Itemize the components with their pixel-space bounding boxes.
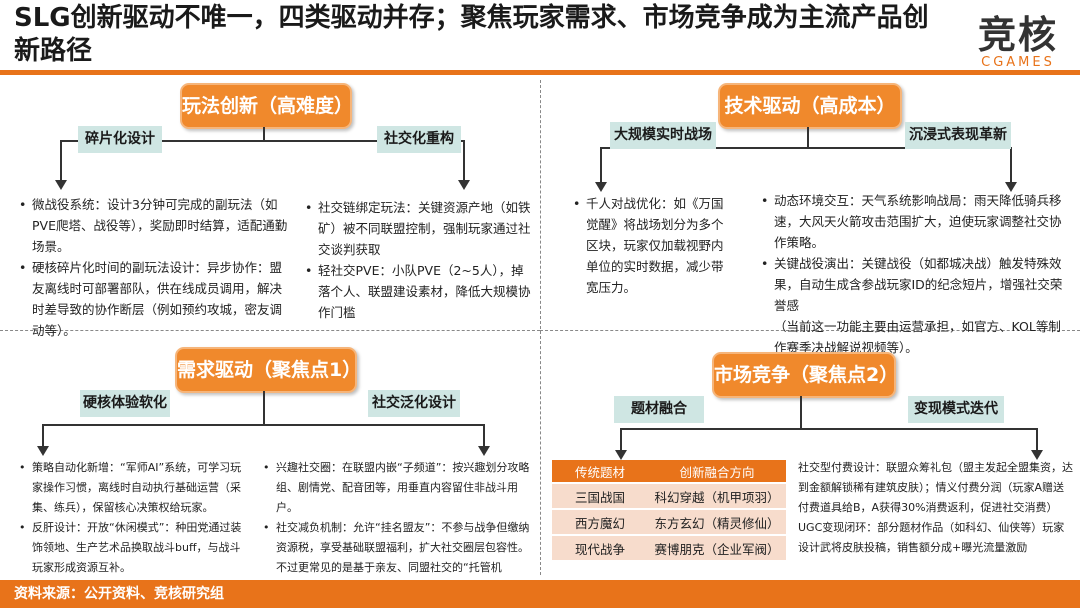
q3-header: 需求驱动（聚焦点1） [175, 347, 361, 393]
table-header: 创新融合方向 [648, 460, 786, 483]
q3-left-text: 策略自动化新增：“军师AI”系统，可学习玩家操作习惯，离线时自动执行基础运营（采… [18, 458, 250, 578]
logo-en: CGAMES [981, 55, 1055, 70]
q3-tag-left: 硬核体验软化 [80, 390, 170, 417]
q4-connector-h [620, 428, 1038, 430]
list-item: 策略自动化新增：“军师AI”系统，可学习玩家操作习惯，离线时自动执行基础运营（采… [19, 458, 250, 518]
q1-right-text: 社交链绑定玩法：关键资源产地（如铁矿）被不同联盟控制，强制玩家通过社交谈判获取 … [304, 197, 536, 323]
table-cell: 西方魔幻 [552, 508, 648, 535]
q3-right-text: 兴趣社交圈：在联盟内嵌“子频道”：按兴趣划分攻略组、剧情党、配音团等，用垂直内容… [262, 458, 536, 598]
q4-connector-left [620, 428, 622, 450]
q1-connector-v [263, 127, 265, 140]
list-item: 千人对战优化：如《万国觉醒》将战场划分为多个区块，玩家仅加载视野内单位的实时数据… [573, 193, 732, 298]
q3-connector-h [42, 424, 485, 426]
q4-header: 市场竞争（聚焦点2） [712, 352, 898, 398]
q1-tag-left: 碎片化设计 [78, 126, 162, 153]
q2-connector-left [600, 147, 602, 182]
table-cell: 现代战争 [552, 534, 648, 560]
table-header: 传统题材 [552, 460, 648, 483]
source-footer: 资料来源：公开资料、竞核研究组 [0, 580, 1080, 608]
page-title: SLG创新驱动不唯一，四类驱动并存；聚焦玩家需求、市场竞争成为主流产品创新路径 [14, 3, 929, 66]
q3-arrow-right [478, 446, 490, 456]
q1-tag-right: 社交化重构 [377, 126, 461, 153]
list-item: 社交链绑定玩法：关键资源产地（如铁矿）被不同联盟控制，强制玩家通过社交谈判获取 [305, 197, 536, 260]
table-cell: 科幻穿越（机甲项羽） [648, 482, 786, 509]
q2-arrow-left [595, 182, 607, 192]
table-cell: 三国战国 [552, 482, 648, 509]
brand-logo: 竞核 CGAMES [968, 14, 1068, 70]
q2-right-text: 动态环境交互：天气系统影响战局：雨天降低骑兵移速，大风天火箭攻击范围扩大，迫使玩… [760, 190, 1072, 358]
table-cell: 赛博朋克（企业军阀） [648, 534, 786, 560]
list-item: 关键战役演出：关键战役（如都城决战）触发特殊效果，自动生成含参战玩家ID的纪念短… [761, 253, 1072, 316]
q4-connector-right [1036, 428, 1038, 450]
q2-left-text: 千人对战优化：如《万国觉醒》将战场划分为多个区块，玩家仅加载视野内单位的实时数据… [572, 193, 732, 298]
list-item: UGC变现闭环：部分题材作品（如科幻、仙侠等）玩家设计武将皮肤投稿，销售额分成+… [798, 521, 1065, 554]
q3-arrow-left [37, 446, 49, 456]
logo-cn: 竞核 [977, 13, 1058, 57]
theme-fusion-table: 传统题材 创新融合方向 三国战国 科幻穿越（机甲项羽） 西方魔幻 东方玄幻（精灵… [552, 460, 786, 560]
list-item: 微战役系统：设计3分钟可完成的副玩法（如PVE爬塔、战役等），奖励即时结算，适配… [19, 194, 288, 257]
q1-arrow-left [55, 180, 67, 190]
q2-tag-right: 沉浸式表现革新 [905, 122, 1011, 149]
list-item: 反肝设计：开放“休闲模式”：种田党通过装饰领地、生产艺术品换取战斗buff，与战… [19, 518, 250, 578]
title-underline [0, 70, 1080, 75]
q2-tag-left: 大规模实时战场 [610, 122, 716, 149]
table-row: 西方魔幻 东方玄幻（精灵修仙） [552, 508, 786, 535]
q2-connector-h [600, 147, 1012, 149]
q1-connector-left [60, 140, 62, 180]
q2-connector-right [1010, 147, 1012, 182]
list-item: 硬核碎片化时间的副玩法设计：异步协作：盟友离线时可部署部队，供在线成员调用，解决… [19, 257, 288, 341]
list-item: 动态环境交互：天气系统影响战局：雨天降低骑兵移速，大风天火箭攻击范围扩大，迫使玩… [761, 190, 1072, 253]
q2-connector-v [807, 127, 809, 147]
source-text: 资料来源：公开资料、竞核研究组 [14, 586, 224, 602]
q1-connector-right [463, 140, 465, 180]
q3-connector-right [483, 424, 485, 446]
table-cell: 东方玄幻（精灵修仙） [648, 508, 786, 535]
q4-arrow-left [615, 450, 627, 460]
list-item: 兴趣社交圈：在联盟内嵌“子频道”：按兴趣划分攻略组、剧情党、配音团等，用垂直内容… [263, 458, 536, 518]
q4-right-text: 社交型付费设计：联盟众筹礼包（盟主发起全盟集资，达到金额解锁稀有建筑皮肤）；情义… [798, 458, 1074, 558]
horizontal-divider-right [540, 330, 1080, 331]
q4-tag-left: 题材融合 [614, 396, 704, 423]
q3-tag-right: 社交泛化设计 [368, 390, 460, 417]
table-row: 现代战争 赛博朋克（企业军阀） [552, 534, 786, 560]
q2-arrow-right [1005, 182, 1017, 192]
q1-connector-h [60, 140, 465, 142]
q2-header: 技术驱动（高成本） [718, 83, 902, 129]
list-note: （当前这一功能主要由运营承担，如官方、KOL等制作赛季决战解说视频等）。 [774, 319, 1061, 355]
q3-connector-v [263, 391, 265, 424]
q4-connector-v [800, 396, 802, 428]
q4-tag-right: 变现模式迭代 [908, 396, 1004, 423]
list-item: 轻社交PVE：小队PVE（2~5人），掉落个人、联盟建设素材，降低大规模协作门槛 [305, 260, 536, 323]
q1-header: 玩法创新（高难度） [180, 83, 353, 129]
table-row: 三国战国 科幻穿越（机甲项羽） [552, 482, 786, 509]
list-item: 社交型付费设计：联盟众筹礼包（盟主发起全盟集资，达到金额解锁稀有建筑皮肤）；情义… [798, 461, 1073, 514]
q4-arrow-right [1031, 450, 1043, 460]
q1-left-text: 微战役系统：设计3分钟可完成的副玩法（如PVE爬塔、战役等），奖励即时结算，适配… [18, 194, 288, 341]
q3-connector-left [42, 424, 44, 446]
vertical-divider [540, 80, 541, 575]
q1-arrow-right [458, 180, 470, 190]
